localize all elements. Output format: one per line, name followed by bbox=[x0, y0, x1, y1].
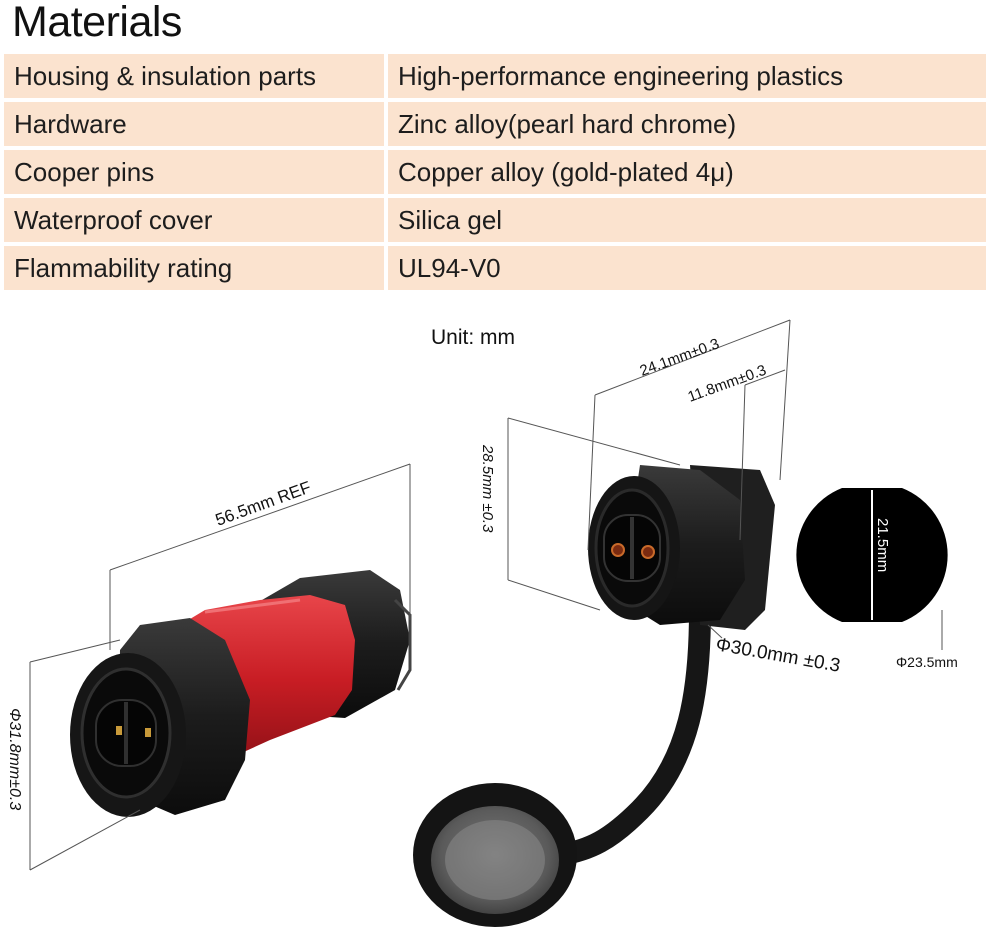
socket-height-label: 28.5mm ±0.3 bbox=[479, 444, 496, 533]
material-part-cell: Cooper pins bbox=[4, 150, 388, 194]
material-part-cell: Waterproof cover bbox=[4, 198, 388, 242]
material-value-cell: UL94-V0 bbox=[388, 246, 986, 290]
socket-width-label: 24.1mm±0.3 bbox=[638, 335, 722, 379]
table-row: Cooper pins Copper alloy (gold-plated 4μ… bbox=[4, 150, 986, 194]
socket-depth-label: 11.8mm±0.3 bbox=[686, 362, 769, 406]
plug-diameter-label: Φ31.8mm±0.3 bbox=[6, 708, 23, 810]
flange-diameter-label: Φ30.0mm ±0.3 bbox=[714, 634, 842, 677]
panel-cut-flat-label: 21.5mm bbox=[874, 518, 891, 572]
table-row: Flammability rating UL94-V0 bbox=[4, 246, 986, 290]
material-part-cell: Flammability rating bbox=[4, 246, 388, 290]
table-row: Housing & insulation parts High-performa… bbox=[4, 54, 986, 98]
materials-table: Housing & insulation parts High-performa… bbox=[4, 50, 986, 294]
material-value-cell: Silica gel bbox=[388, 198, 986, 242]
page-title: Materials bbox=[12, 0, 182, 46]
material-part-cell: Housing & insulation parts bbox=[4, 54, 388, 98]
table-row: Hardware Zinc alloy(pearl hard chrome) bbox=[4, 102, 986, 146]
material-value-cell: High-performance engineering plastics bbox=[388, 54, 986, 98]
panel-cutout-diagram bbox=[796, 488, 948, 650]
panel-socket-image bbox=[413, 465, 775, 927]
material-value-cell: Copper alloy (gold-plated 4μ) bbox=[388, 150, 986, 194]
plug-dimension-lines bbox=[29, 463, 411, 871]
panel-cut-diameter-label: Φ23.5mm bbox=[896, 654, 958, 670]
table-row: Waterproof cover Silica gel bbox=[4, 198, 986, 242]
material-part-cell: Hardware bbox=[4, 102, 388, 146]
socket-dimension-lines bbox=[507, 319, 791, 639]
unit-label: Unit: mm bbox=[431, 326, 515, 349]
plug-connector-image bbox=[70, 570, 412, 817]
material-value-cell: Zinc alloy(pearl hard chrome) bbox=[388, 102, 986, 146]
